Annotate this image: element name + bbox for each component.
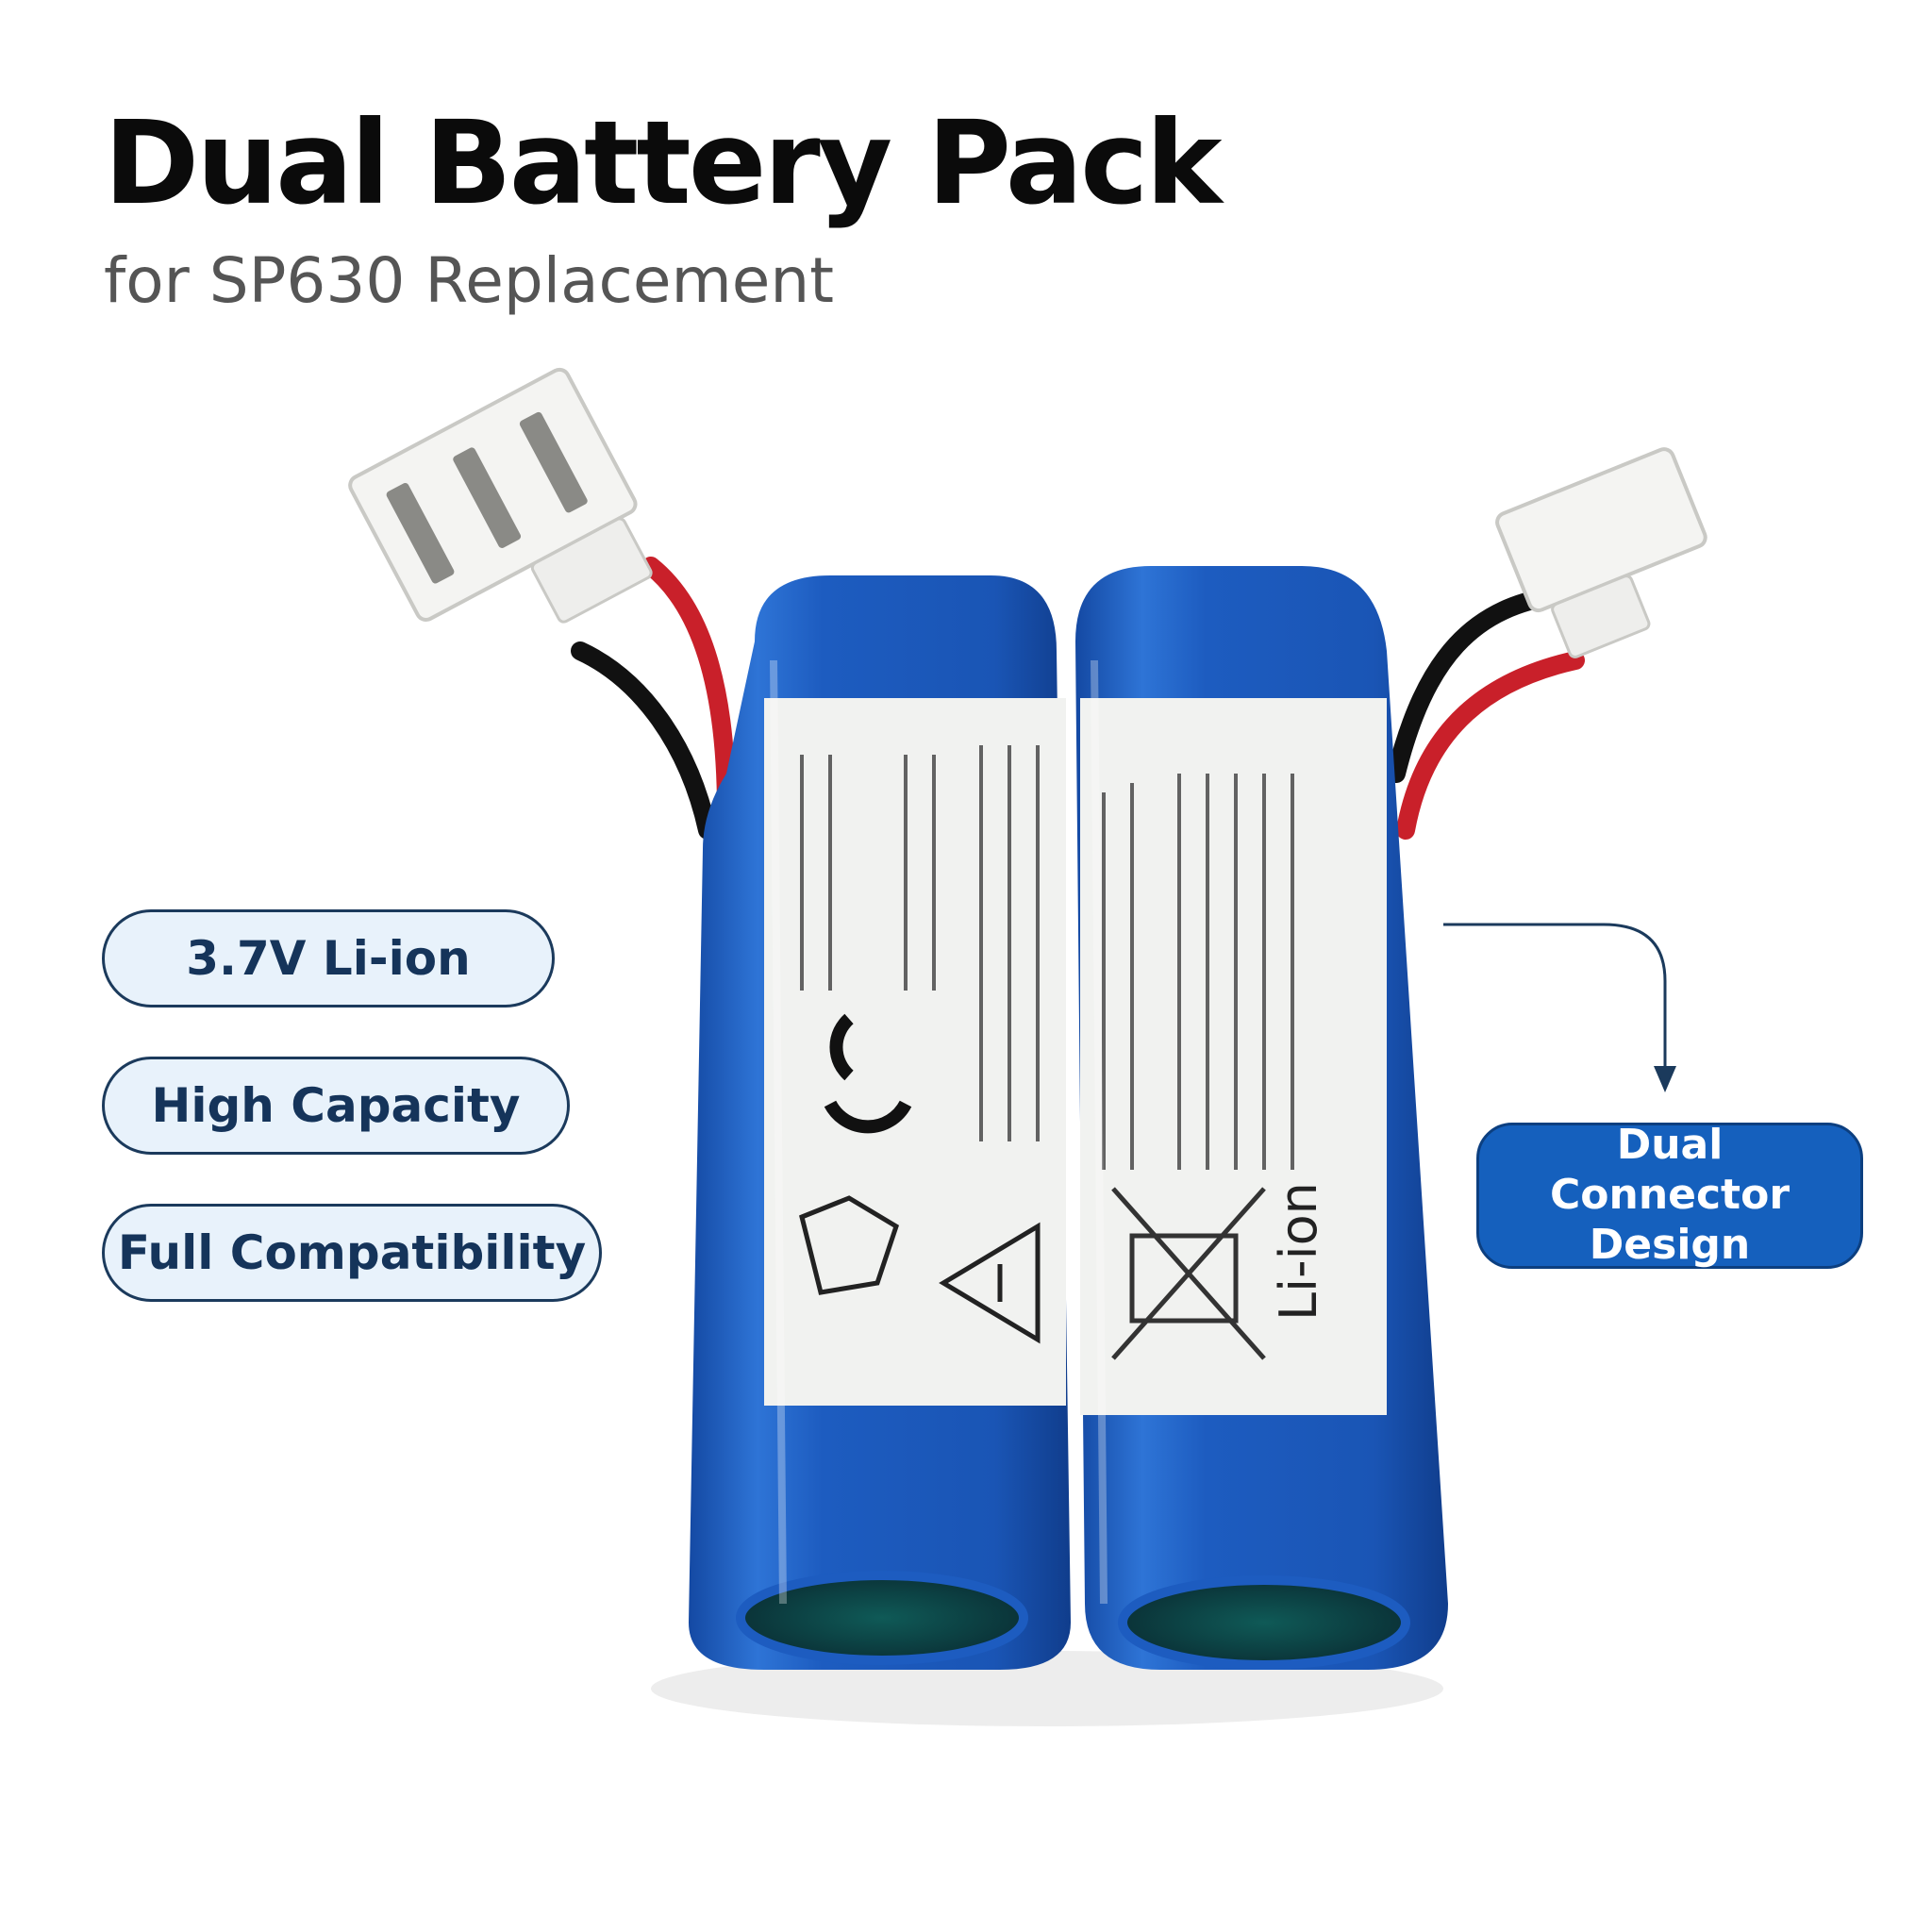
cell-cap-left: [736, 1571, 1028, 1665]
recycle-icon: [799, 1195, 900, 1295]
ce-mark-icon: [824, 1013, 912, 1134]
warning-icon: [939, 1222, 1041, 1344]
page-subtitle: for SP630 Replacement: [104, 244, 835, 317]
battery-cell-right: Li-ion: [1075, 566, 1448, 1670]
page-title: Dual Battery Pack: [104, 96, 1223, 230]
right-wires: [1387, 585, 1585, 840]
callout-line-2: Design: [1589, 1220, 1751, 1269]
cell-label-left: [764, 698, 1066, 1406]
li-ion-label: Li-ion: [1269, 1182, 1328, 1321]
right-connector: [1495, 447, 1707, 658]
battery-cell-left: [689, 575, 1071, 1670]
cell-cap-right: [1118, 1575, 1410, 1670]
crossed-bin-icon: [1111, 1187, 1266, 1360]
feature-pill-capacity: High Capacity: [102, 1057, 570, 1155]
feature-pill-compatibility: Full Compatibility: [102, 1204, 602, 1302]
feature-pill-voltage: 3.7V Li-ion: [102, 909, 555, 1008]
left-wires: [571, 557, 736, 840]
callout-line-1: Dual Connector: [1549, 1121, 1790, 1220]
dual-connector-callout: Dual Connector Design: [1476, 1121, 1863, 1269]
left-connector: [348, 367, 653, 624]
